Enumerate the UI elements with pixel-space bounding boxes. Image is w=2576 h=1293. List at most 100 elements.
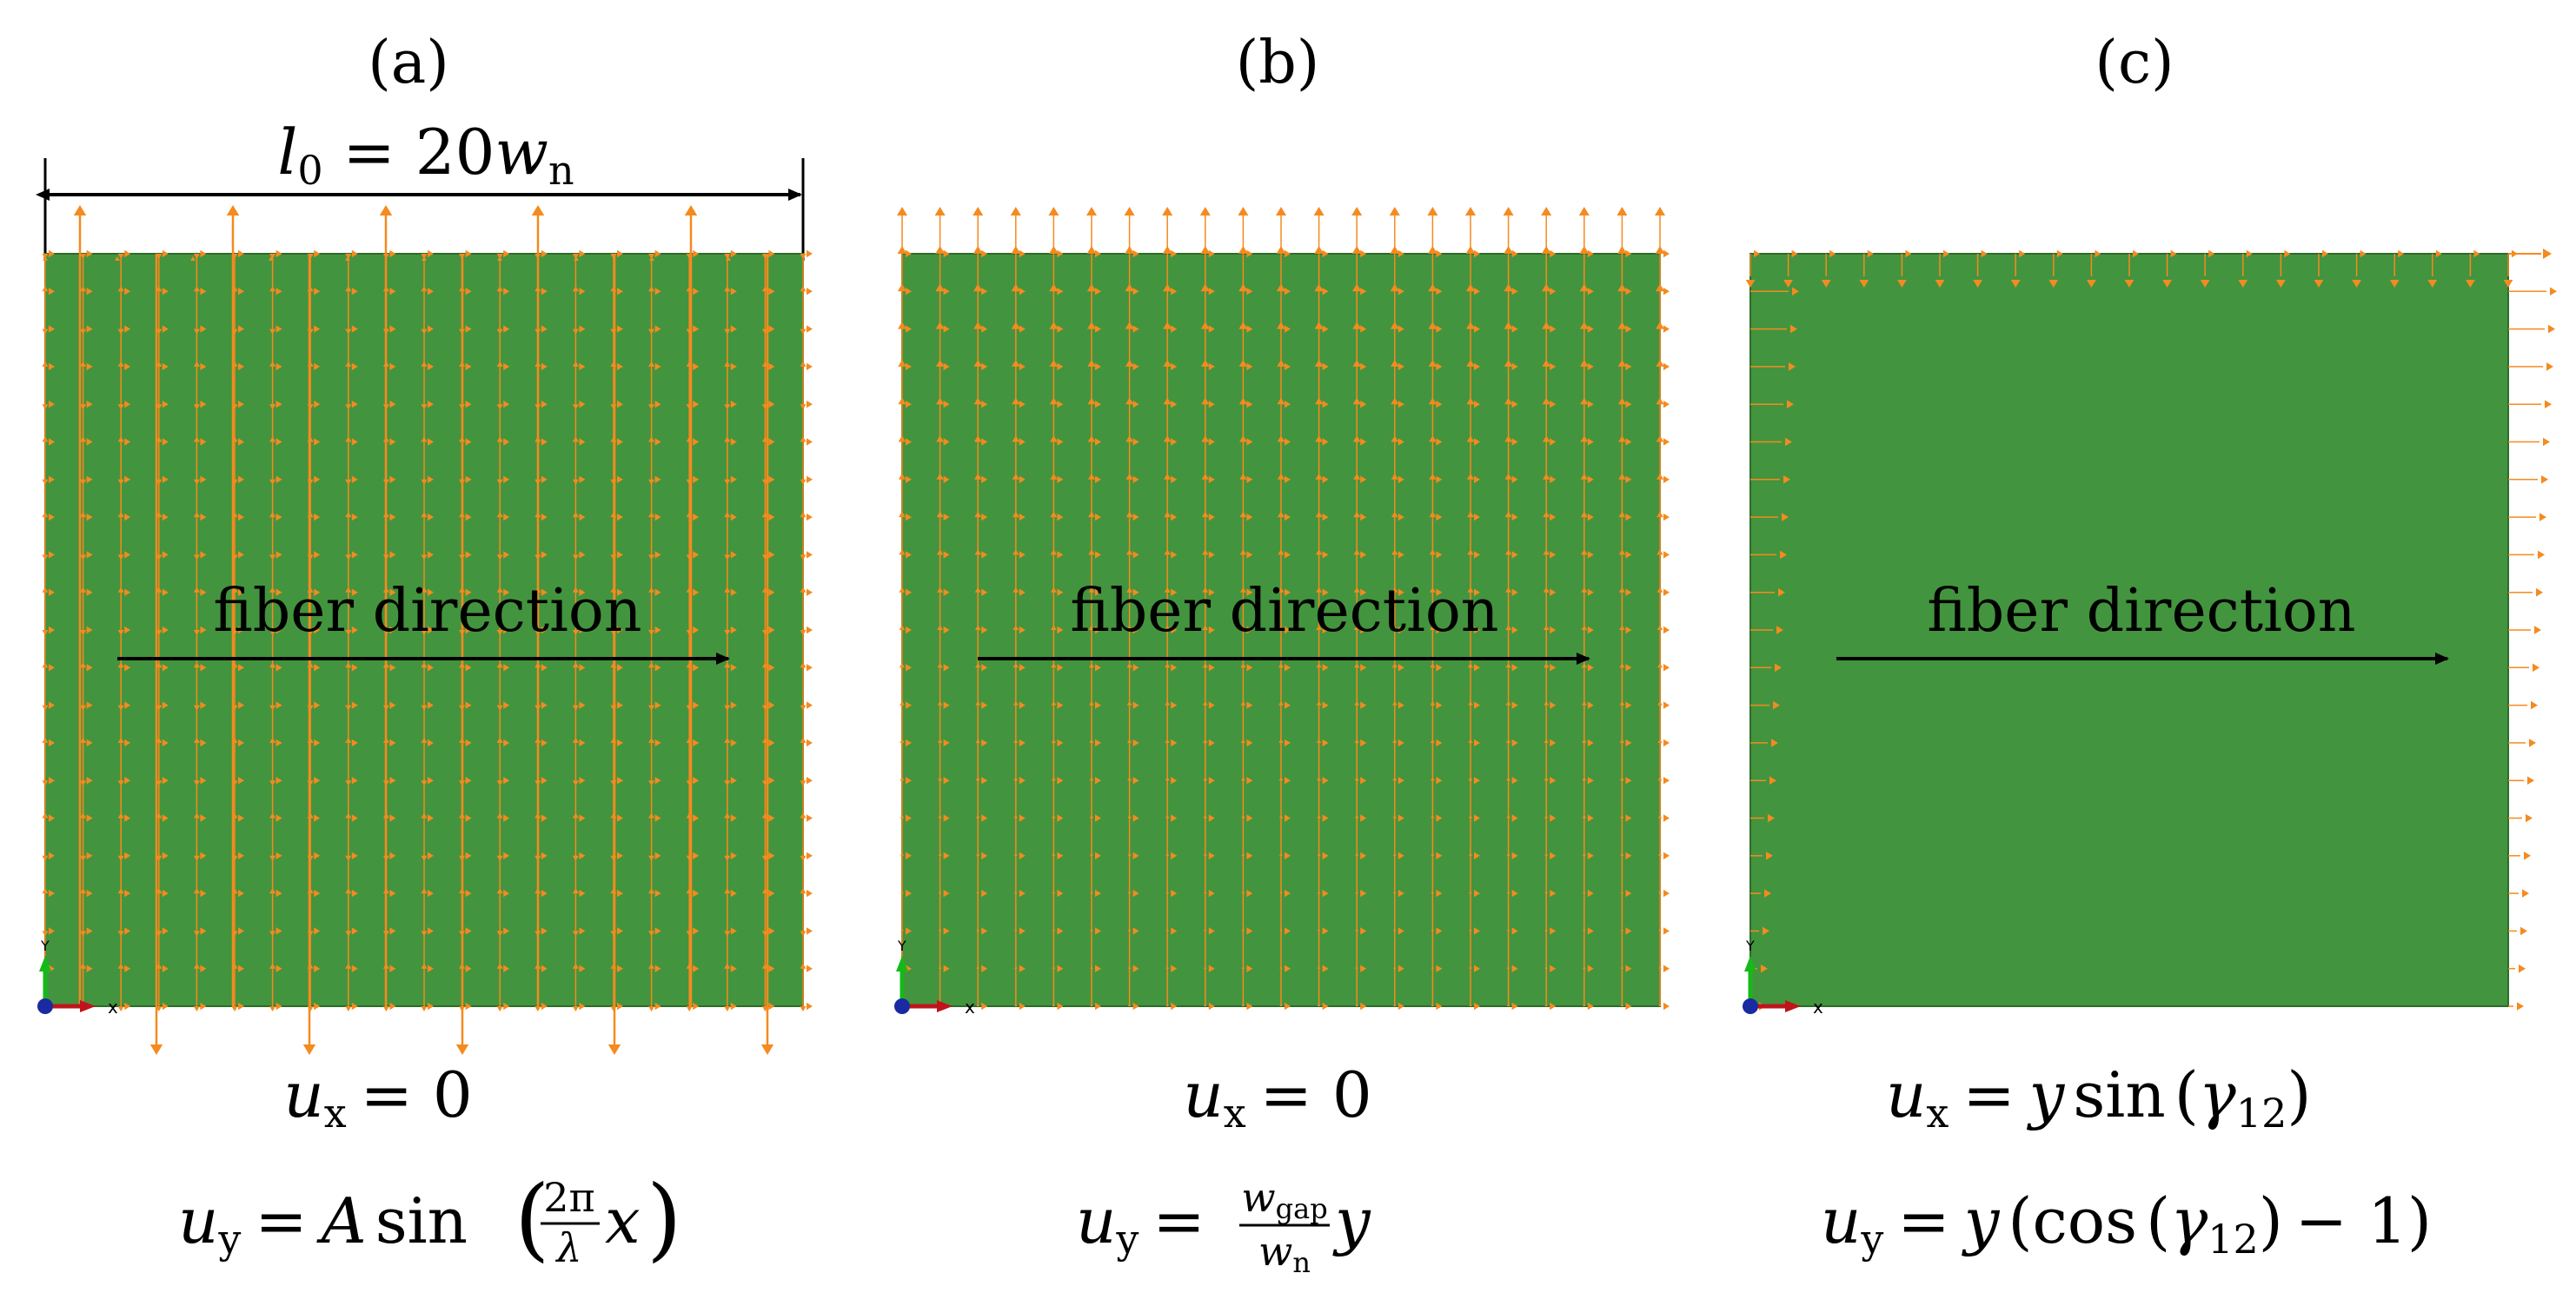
arrowhead — [503, 626, 510, 634]
arrowhead — [1316, 739, 1322, 743]
arrowhead — [1051, 777, 1056, 781]
arrowhead — [2503, 280, 2513, 288]
arrowhead — [1013, 739, 1019, 743]
arrowhead — [80, 254, 87, 259]
arrowhead — [1398, 249, 1404, 258]
arrowhead — [465, 475, 472, 483]
arrowhead — [2466, 280, 2475, 288]
arrowhead — [1511, 739, 1518, 747]
arrowhead — [351, 325, 358, 333]
arrowhead — [1360, 814, 1367, 822]
arrowhead — [807, 1002, 813, 1011]
arrowhead — [86, 852, 93, 859]
arrowhead — [937, 739, 943, 743]
arrowhead — [1582, 814, 1587, 819]
arrowhead — [617, 438, 623, 446]
arrowhead — [428, 325, 434, 333]
arrowhead — [900, 739, 905, 743]
arrowhead — [898, 322, 906, 329]
arrowhead — [1246, 513, 1253, 521]
arrowhead — [572, 554, 579, 560]
arrowhead — [496, 1006, 503, 1011]
arrowhead — [117, 254, 124, 259]
arrowhead — [936, 435, 944, 442]
arrowhead — [42, 361, 49, 367]
arrowhead — [1430, 777, 1435, 781]
arrowhead — [1127, 928, 1132, 932]
arrowhead — [1474, 777, 1480, 785]
arrowhead — [768, 664, 775, 672]
arrowhead — [465, 249, 472, 258]
arrowhead — [579, 513, 586, 521]
arrowhead — [800, 404, 807, 410]
arrowhead — [276, 513, 282, 521]
arrowhead — [1360, 401, 1367, 408]
arrowhead — [1391, 663, 1398, 668]
arrowhead — [1436, 852, 1443, 859]
arrowhead — [1625, 362, 1632, 371]
arrowhead — [1466, 359, 1475, 367]
arrowhead — [724, 662, 731, 668]
arrowhead — [648, 931, 655, 937]
arrowhead — [1285, 513, 1291, 521]
arrowhead — [80, 630, 87, 635]
arrowhead — [428, 438, 434, 446]
arrowhead — [1587, 325, 1594, 333]
arrowhead — [428, 777, 434, 785]
arrowhead — [579, 588, 586, 596]
arrowhead — [693, 664, 700, 672]
triad-x-label-b: x — [965, 997, 975, 1018]
arrowhead — [117, 963, 124, 969]
arrowhead — [1469, 965, 1472, 969]
arrowhead — [465, 325, 472, 333]
arrowhead — [1544, 777, 1549, 781]
arrowhead — [1390, 283, 1399, 292]
arrowhead — [49, 664, 55, 672]
triad-origin-a — [37, 998, 53, 1014]
arrowhead — [1057, 664, 1064, 672]
arrowhead — [693, 1002, 700, 1011]
arrowhead — [49, 626, 55, 634]
arrowhead — [49, 814, 55, 822]
arrowhead — [231, 1006, 238, 1011]
arrowhead — [807, 401, 813, 408]
arrowhead — [503, 325, 510, 333]
arrowhead — [2314, 280, 2324, 288]
arrowhead — [389, 362, 396, 371]
arrowhead — [503, 362, 510, 371]
arrowhead — [2246, 249, 2253, 258]
arrowhead — [1171, 288, 1178, 295]
arrowhead — [724, 855, 731, 861]
arrowhead — [1351, 207, 1363, 216]
arrowhead — [1981, 249, 1988, 258]
arrowhead — [730, 814, 737, 822]
arrowhead — [1587, 927, 1594, 935]
arrowhead — [1511, 965, 1518, 972]
arrowhead — [1126, 739, 1132, 743]
arrowhead — [1663, 401, 1670, 408]
arrowhead — [389, 777, 396, 785]
arrowhead — [1171, 551, 1178, 559]
arrowhead — [1398, 513, 1404, 521]
arrowhead — [1285, 551, 1291, 559]
arrowhead — [1619, 663, 1625, 668]
arrowhead — [724, 931, 731, 937]
arrowhead — [1246, 852, 1253, 859]
arrowhead — [617, 814, 623, 822]
arrowhead — [1208, 1002, 1215, 1011]
arrowhead — [269, 554, 276, 560]
arrowhead — [975, 739, 980, 743]
arrowhead — [1238, 322, 1248, 329]
arrowhead — [1171, 401, 1178, 408]
arrowhead — [1317, 928, 1321, 932]
arrowhead — [1620, 814, 1624, 819]
arrowhead — [1583, 928, 1586, 932]
arrowhead — [1239, 473, 1247, 480]
svg-text:λ: λ — [554, 1224, 581, 1271]
arrowhead — [1322, 626, 1329, 634]
arrowhead — [572, 855, 579, 861]
arrowhead — [2389, 280, 2400, 288]
arrowhead — [49, 889, 55, 898]
arrowhead — [1171, 475, 1178, 483]
arrowhead — [345, 587, 352, 593]
